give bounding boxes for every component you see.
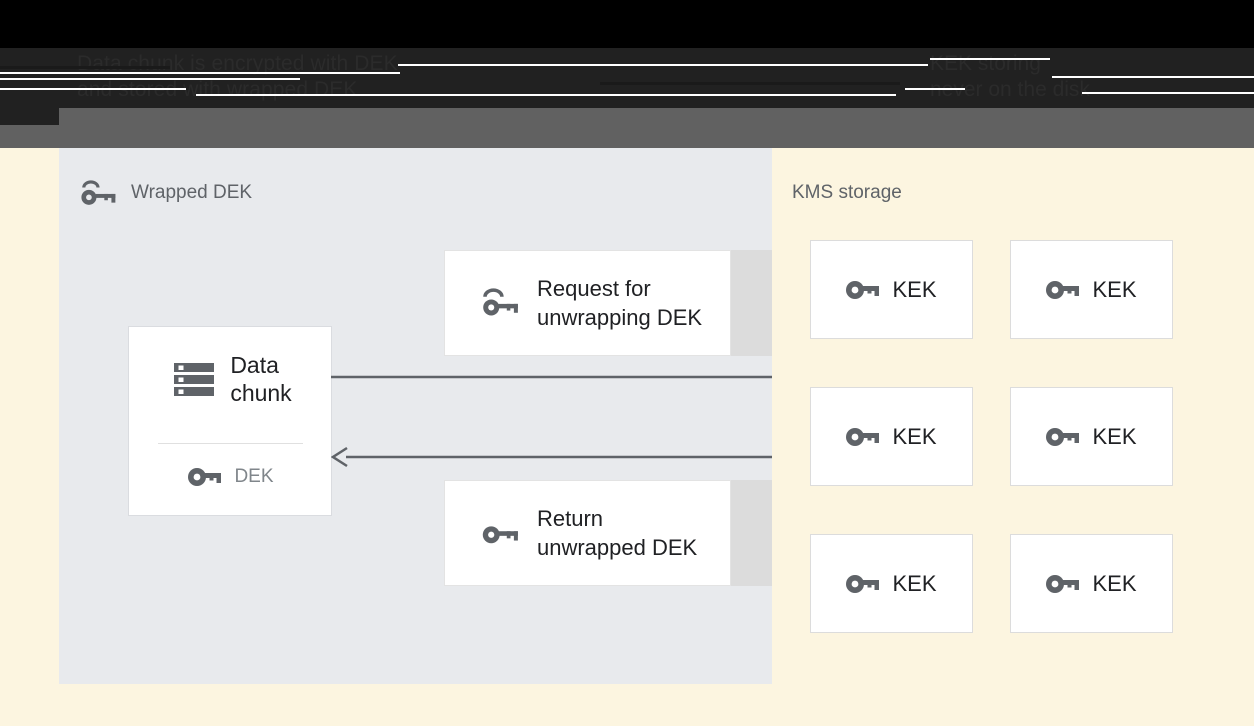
kek-label: KEK — [1092, 570, 1137, 596]
scanline-3 — [930, 58, 1050, 60]
key-icon — [846, 280, 880, 299]
data-chunk-divider — [158, 443, 303, 444]
key-icon — [846, 574, 880, 593]
storage-icon — [174, 363, 215, 396]
kek-card[interactable]: KEK — [810, 387, 973, 486]
key-icon — [1046, 280, 1080, 299]
scanline-9 — [1082, 92, 1254, 94]
kek-card[interactable]: KEK — [810, 534, 973, 633]
diagram-canvas: Wrapped DEK Data chunk — [0, 148, 1254, 726]
key-icon — [846, 427, 880, 446]
arrow-request-right — [331, 368, 832, 386]
header-caption-left: Data chunk is encrypted with DEK and sto… — [77, 52, 398, 101]
dek-row: DEK — [129, 463, 333, 491]
kek-label: KEK — [1092, 423, 1137, 449]
kms-panel: KMS storage KEK KEK — [772, 148, 1254, 684]
wrapped-key-icon — [81, 180, 116, 205]
data-chunk-row: Data chunk — [129, 351, 333, 407]
kek-label: KEK — [892, 276, 937, 302]
scanline-11 — [600, 82, 900, 85]
subheader-notch — [0, 108, 59, 125]
storage-panel-title: Wrapped DEK — [131, 182, 253, 203]
key-icon — [1046, 427, 1080, 446]
request-message-box[interactable]: Request for unwrapping DEK — [444, 250, 731, 356]
kek-label: KEK — [1092, 276, 1137, 302]
return-message-box[interactable]: Return unwrapped DEK — [444, 480, 731, 586]
wrapped-key-icon — [483, 288, 518, 316]
return-message-label: Return unwrapped DEK — [537, 506, 698, 560]
header-band: Data chunk is encrypted with DEK and sto… — [0, 0, 1254, 108]
scanline-5 — [0, 78, 300, 80]
key-icon — [188, 468, 222, 486]
scanline-6 — [0, 88, 186, 90]
scanline-2 — [398, 64, 928, 66]
key-icon — [1046, 574, 1080, 593]
request-message-label: Request for unwrapping DEK — [537, 276, 703, 330]
key-icon — [482, 526, 518, 544]
header-caption-right: KEK storing never on the disk — [930, 52, 1090, 101]
scanline-1 — [0, 72, 400, 74]
scanline-8 — [905, 88, 965, 90]
data-chunk-label: Data chunk — [230, 352, 292, 406]
storage-panel: Wrapped DEK Data chunk — [59, 148, 832, 684]
scanline-10 — [0, 66, 170, 69]
kek-grid: KEK KEK KEK — [810, 240, 1210, 633]
kek-card[interactable]: KEK — [1010, 387, 1173, 486]
scanline-4 — [1052, 76, 1254, 78]
arrow-return-left — [331, 446, 832, 468]
scanline-7 — [196, 94, 896, 96]
dek-label: DEK — [234, 466, 274, 487]
kek-label: KEK — [892, 423, 937, 449]
kek-card[interactable]: KEK — [810, 240, 973, 339]
subheader-band — [0, 108, 1254, 148]
kek-card[interactable]: KEK — [1010, 240, 1173, 339]
kms-panel-title: KMS storage — [792, 182, 902, 203]
kek-card[interactable]: KEK — [1010, 534, 1173, 633]
data-chunk-card[interactable]: Data chunk DEK — [128, 326, 332, 516]
kek-label: KEK — [892, 570, 937, 596]
